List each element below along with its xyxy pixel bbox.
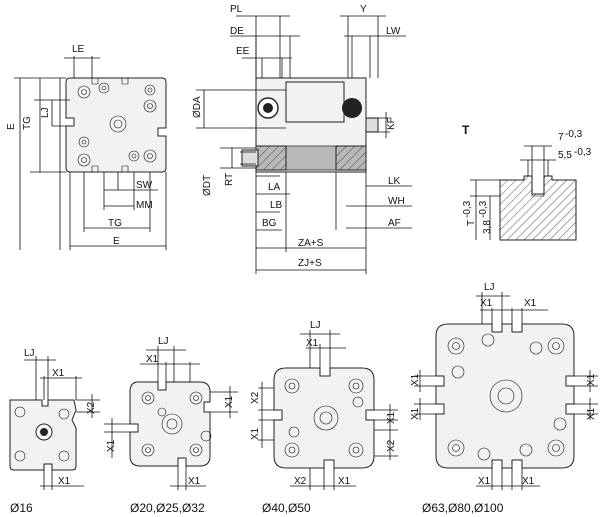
v20-label-X1-right: X1	[224, 395, 235, 408]
label-ZA-S: ZA+S	[298, 238, 324, 249]
v63-label-X1-right-upper: X1	[586, 373, 597, 386]
label-DT: ØDT	[202, 175, 213, 196]
label-LJ: LJ	[40, 107, 51, 118]
label-LA: LA	[268, 182, 281, 193]
v16-label-LJ: LJ	[24, 348, 35, 359]
label-SW: SW	[136, 180, 153, 191]
label-TG: TG	[108, 218, 122, 229]
label-LB: LB	[270, 200, 283, 211]
v20-label-X1-left: X1	[106, 439, 117, 452]
label-KF: KF	[386, 117, 397, 130]
slot-detail	[470, 145, 577, 241]
v20-label-X1-bottom: X1	[188, 476, 201, 487]
label-MM: MM	[136, 200, 153, 211]
v63-label-X1-bottom-right: X1	[522, 476, 535, 487]
variant-16-view	[9, 356, 100, 490]
label-EE: EE	[236, 46, 250, 57]
label-7: 7	[558, 132, 564, 143]
v16-label-X1-bottom: X1	[58, 476, 71, 487]
v40-label-LJ: LJ	[310, 320, 321, 331]
label-AF: AF	[388, 218, 401, 229]
label-3-8-tol: -0,3	[478, 200, 489, 218]
label-LW: LW	[386, 26, 401, 37]
variant-63-100-view	[414, 292, 598, 490]
v40-label-X1-left: X1	[250, 427, 261, 440]
variant-label-20-32: Ø20,Ø25,Ø32	[130, 501, 205, 515]
front-view	[14, 56, 167, 250]
label-5-5-tol: -0,3	[574, 147, 592, 158]
v40-label-X1-top: X1	[306, 338, 319, 349]
variant-40-50-view	[258, 330, 398, 490]
v40-label-X2-bottom: X2	[294, 476, 307, 487]
label-T-dim: T	[466, 220, 477, 226]
v63-label-X1-right-lower: X1	[586, 407, 597, 420]
label-3-8: 3,8	[482, 220, 493, 234]
side-view	[196, 15, 412, 274]
v63-label-X1-left-lower: X1	[410, 407, 421, 420]
label-Y: Y	[360, 4, 367, 15]
v63-label-X1-left-upper: X1	[410, 373, 421, 386]
label-T-tol: -0,3	[462, 200, 473, 218]
label-E: E	[113, 236, 120, 247]
label-E-vertical: E	[6, 123, 17, 130]
v63-label-LJ: LJ	[484, 282, 495, 293]
v40-label-X1-bottom: X1	[338, 476, 351, 487]
label-WH: WH	[388, 196, 405, 207]
label-PL: PL	[230, 4, 243, 15]
variant-label-40-50: Ø40,Ø50	[262, 501, 311, 515]
label-TG-vertical: TG	[22, 116, 33, 130]
label-DE: DE	[230, 26, 244, 37]
label-ZJ-S: ZJ+S	[298, 258, 322, 269]
v16-label-X2: X2	[86, 401, 97, 414]
label-LE: LE	[72, 44, 85, 55]
label-BG: BG	[262, 218, 277, 229]
v20-label-LJ: LJ	[158, 336, 169, 347]
v20-label-X1-top: X1	[146, 354, 159, 365]
label-LK: LK	[388, 176, 401, 187]
label-5-5: 5,5	[558, 150, 572, 161]
v40-label-X1-right: X1	[386, 411, 397, 424]
v40-label-X2-left: X2	[250, 391, 261, 404]
v63-label-X1-top-left: X1	[480, 298, 493, 309]
variant-label-63-100: Ø63,Ø80,Ø100	[422, 501, 504, 515]
label-7-tol: -0,3	[565, 129, 583, 140]
v16-label-X1-top: X1	[52, 368, 65, 379]
v63-label-X1-top-right: X1	[524, 298, 537, 309]
label-RT: RT	[224, 173, 235, 186]
label-T-heading: T	[462, 123, 470, 137]
v40-label-X2-right: X2	[386, 439, 397, 452]
variant-label-16: Ø16	[10, 501, 33, 515]
variant-20-32-view	[104, 346, 238, 490]
v63-label-X1-bottom-left: X1	[478, 476, 491, 487]
label-DA: ØDA	[192, 96, 203, 118]
